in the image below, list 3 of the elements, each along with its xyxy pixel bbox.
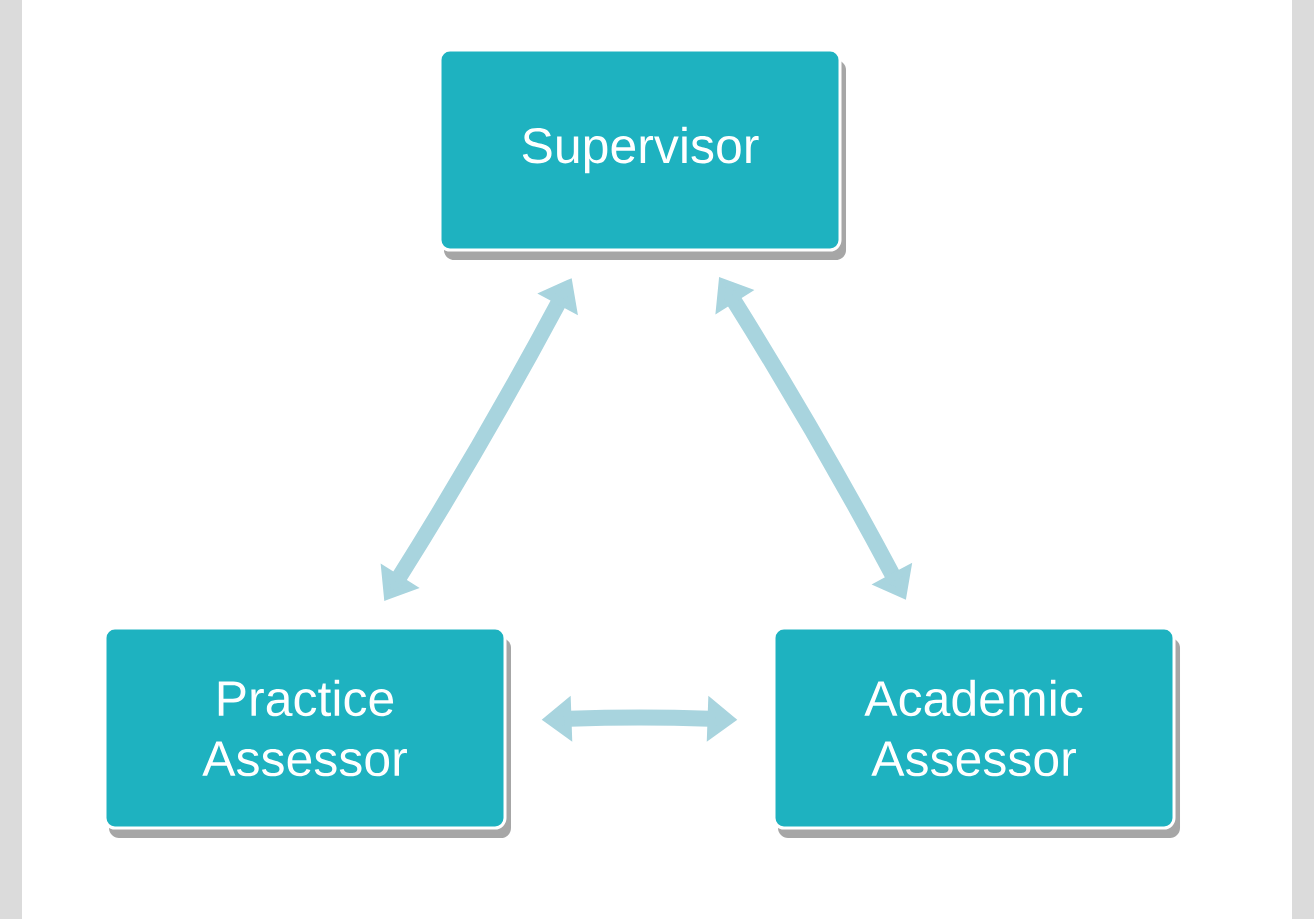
process-box: Academic Assessor — [772, 626, 1180, 838]
process-box: Practice Assessor — [103, 626, 511, 838]
process-box: Supervisor — [438, 48, 846, 260]
